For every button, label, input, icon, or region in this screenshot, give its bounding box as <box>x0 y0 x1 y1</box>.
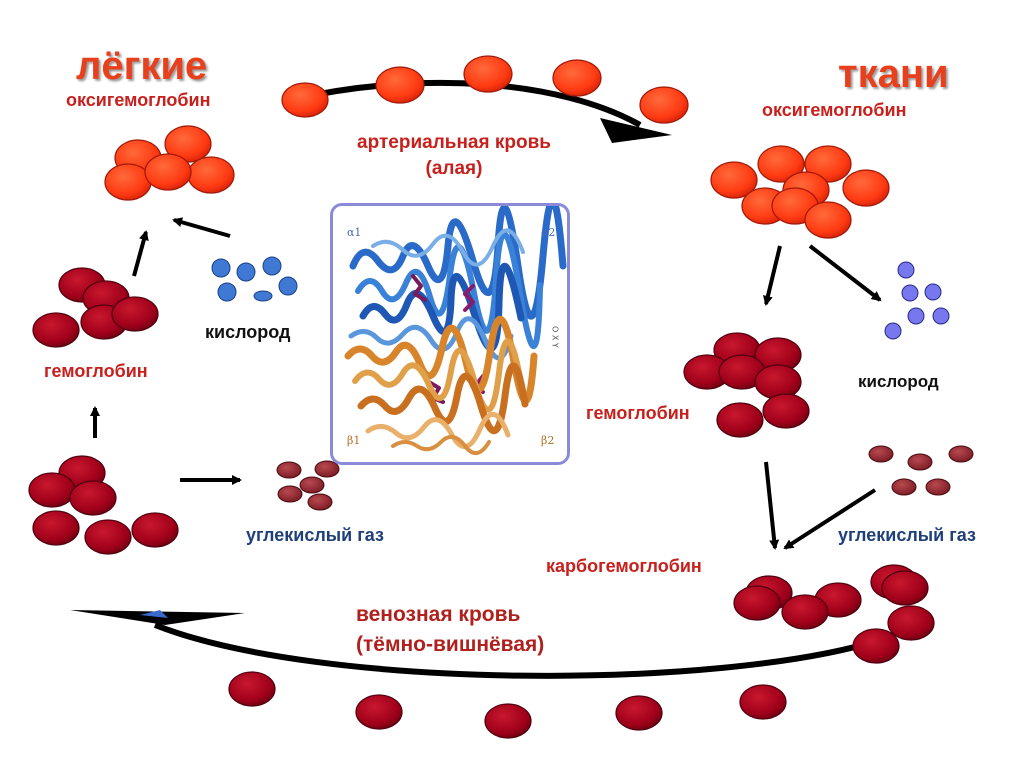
oxygen-left-label: кислород <box>205 322 291 342</box>
lungs-oxyhemoglobin-cluster <box>104 125 235 201</box>
tissues-arrows <box>763 244 882 550</box>
lungs-hemoglobin-cluster <box>32 267 159 348</box>
hemoglobin-right-label: гемоглобин <box>586 403 690 423</box>
tissues-oxygen-molecules <box>884 261 950 340</box>
arterial-blood-line2: (алая) <box>425 158 483 179</box>
venous-blood-line2: (тёмно-вишнёвая) <box>356 633 545 656</box>
beta1-label: β1 <box>347 434 360 447</box>
carbohemoglobin-label: карбогемоглобин <box>546 556 702 576</box>
arterial-cells <box>281 55 689 124</box>
oxyhemoglobin-left-label: оксигемоглобин <box>66 90 211 110</box>
lungs-arrows <box>90 217 242 485</box>
tissues-hemoglobin-cluster <box>683 332 810 438</box>
lungs-oxygen-molecules <box>211 256 298 302</box>
venous-blood-label: венозная кровь (тёмно-вишнёвая) <box>356 600 544 660</box>
venous-flow-arrow <box>70 610 881 679</box>
venous-blood-line1: венозная кровь <box>356 603 521 626</box>
hemoglobin-ribbon-drawing: α1 α2 β1 β2 O X Y <box>344 206 567 455</box>
venous-cells <box>228 671 787 739</box>
oxyhemoglobin-right-label: оксигемоглобин <box>762 100 907 120</box>
hemoglobin-left-label: гемоглобин <box>44 361 148 381</box>
alpha2-label: α2 <box>541 226 555 239</box>
co2-right-label: углекислый газ <box>838 525 976 545</box>
tissues-carbohemoglobin-cluster <box>733 564 935 664</box>
tissues-title: ткани <box>838 52 949 96</box>
tissues-co2-molecules <box>868 445 974 496</box>
axis-label: O X Y <box>551 326 560 348</box>
beta2-label: β2 <box>541 434 554 447</box>
arterial-blood-label: артериальная кровь (алая) <box>318 130 590 182</box>
lungs-carbohemoglobin-cluster <box>28 455 179 555</box>
tissues-oxyhemoglobin-cluster <box>710 145 890 239</box>
lungs-co2-molecules <box>276 460 340 511</box>
co2-left-label: углекислый газ <box>246 525 384 545</box>
arterial-blood-line1: артериальная кровь <box>357 132 551 153</box>
oxygen-right-label: кислород <box>858 372 939 391</box>
lungs-title: лёгкие <box>76 44 208 88</box>
hemoglobin-structure-image: α1 α2 β1 β2 O X Y <box>330 203 570 465</box>
alpha1-label: α1 <box>347 226 361 239</box>
